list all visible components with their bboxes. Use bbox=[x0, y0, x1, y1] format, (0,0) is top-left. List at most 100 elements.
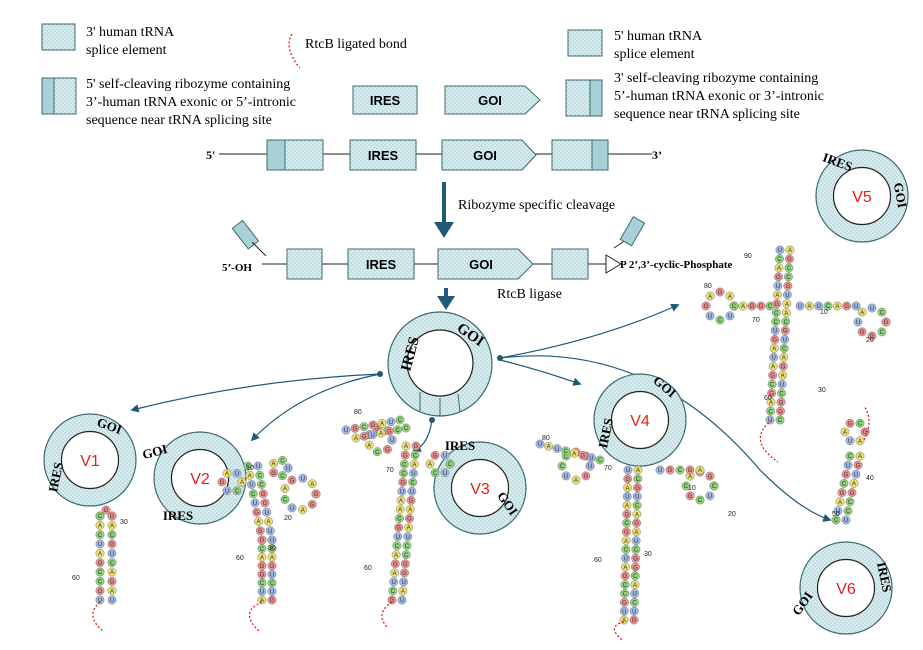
nucleotide-A: A bbox=[376, 428, 386, 438]
nucleotide-A: A bbox=[631, 527, 641, 537]
svg-text:U: U bbox=[225, 489, 229, 495]
nucleotide-C: C bbox=[766, 406, 775, 416]
svg-text:A: A bbox=[225, 472, 229, 478]
svg-text:A: A bbox=[623, 565, 627, 571]
svg-text:G: G bbox=[393, 562, 398, 568]
nucleotide-G: G bbox=[405, 514, 414, 523]
nucleotide-G: G bbox=[257, 561, 267, 571]
svg-text:C: C bbox=[848, 500, 853, 506]
svg-text:U: U bbox=[626, 468, 630, 474]
nucleotide-numbering: 3060102030608070608070102030609080701020… bbox=[72, 253, 874, 582]
rtcb-ligated-bond bbox=[92, 601, 105, 633]
nucleotide-G: G bbox=[622, 509, 632, 519]
rtcb-ligated-bond bbox=[863, 405, 870, 441]
cleaved-phosphate-label: P 2’,3’-cyclic-Phosphate bbox=[620, 259, 733, 271]
svg-text:G: G bbox=[688, 494, 693, 500]
nucleotide-G: G bbox=[578, 451, 588, 460]
svg-text:C: C bbox=[678, 468, 683, 474]
nucleotide-G: G bbox=[398, 477, 408, 487]
nucleotide-A: A bbox=[257, 595, 267, 605]
nucleotide-C: C bbox=[775, 415, 785, 425]
svg-text:U: U bbox=[256, 464, 260, 470]
svg-text:A: A bbox=[852, 482, 856, 488]
svg-text:G: G bbox=[110, 514, 115, 520]
svg-text:G: G bbox=[409, 499, 414, 505]
nucleotide-G: G bbox=[307, 499, 317, 509]
nucleotide-G: G bbox=[368, 420, 378, 430]
nucleotide-C: C bbox=[622, 518, 631, 528]
svg-text:U: U bbox=[265, 510, 269, 516]
nucleotide-A: A bbox=[544, 441, 553, 451]
nucleotide-number: 30 bbox=[120, 519, 128, 526]
svg-text:G: G bbox=[633, 556, 638, 562]
nucleotide-U: U bbox=[632, 492, 642, 501]
svg-text:A: A bbox=[625, 503, 629, 509]
nucleotide-number: 50 bbox=[832, 511, 840, 518]
nucleotide-U: U bbox=[409, 468, 418, 478]
nucleotide-U: U bbox=[107, 548, 117, 558]
nucleotide-G: G bbox=[774, 272, 783, 282]
svg-text:U: U bbox=[270, 538, 274, 544]
nucleotide-A: A bbox=[785, 245, 795, 255]
nucleotide-U: U bbox=[705, 491, 715, 501]
legend: 3' human tRNA splice element RtcB ligate… bbox=[41, 23, 824, 128]
svg-text:C: C bbox=[623, 583, 628, 589]
svg-text:G: G bbox=[759, 304, 764, 310]
nucleotide-C: C bbox=[771, 317, 781, 326]
nucleotide-C: C bbox=[278, 455, 287, 465]
nucleotide-U: U bbox=[843, 460, 853, 470]
svg-text:C: C bbox=[283, 498, 288, 504]
nucleotide-U: U bbox=[387, 435, 397, 445]
svg-text:G: G bbox=[704, 304, 709, 310]
nucleotide-number: 30 bbox=[644, 551, 652, 558]
svg-text:U: U bbox=[783, 338, 787, 344]
nucleotide-G: G bbox=[629, 615, 639, 625]
nucleotide-A: A bbox=[298, 505, 308, 515]
cleaved-goi-box bbox=[437, 248, 534, 280]
nucleotide-U: U bbox=[95, 595, 105, 605]
legend-3prime-ribozyme-label-1: 3' self-cleaving ribozyme containing bbox=[614, 71, 818, 86]
svg-text:C: C bbox=[401, 471, 406, 477]
nucleotide-A: A bbox=[766, 397, 776, 407]
nucleotide-C: C bbox=[620, 580, 630, 590]
rtcb-ligated-bond bbox=[381, 601, 393, 629]
legend-3prime-ribozyme-label-3: sequence near tRNA splicing site bbox=[614, 107, 800, 122]
nucleotide-G: G bbox=[665, 465, 675, 475]
nucleotide-number: 80 bbox=[704, 283, 712, 290]
nucleotide-A: A bbox=[835, 497, 845, 507]
svg-text:A: A bbox=[98, 524, 102, 530]
legend-rtcb-bond-icon bbox=[288, 33, 301, 69]
circle-v2-core bbox=[170, 448, 230, 508]
nucleotide-A: A bbox=[619, 615, 629, 625]
svg-text:U: U bbox=[253, 501, 257, 507]
svg-text:A: A bbox=[626, 486, 630, 492]
svg-text:G: G bbox=[98, 589, 103, 595]
nucleotide-C: C bbox=[877, 327, 887, 337]
svg-text:A: A bbox=[788, 248, 792, 254]
svg-text:U: U bbox=[778, 248, 782, 254]
svg-text:G: G bbox=[260, 564, 265, 570]
svg-text:C: C bbox=[636, 477, 641, 483]
svg-text:A: A bbox=[634, 530, 638, 536]
nucleotide-A: A bbox=[623, 483, 632, 493]
nucleotide-U: U bbox=[267, 535, 277, 545]
legend-3prime-ribozyme-box bbox=[565, 79, 591, 117]
nucleotide-C: C bbox=[445, 459, 455, 469]
svg-text:C: C bbox=[280, 459, 285, 465]
svg-text:G: G bbox=[260, 538, 265, 544]
nucleotide-A: A bbox=[569, 448, 579, 458]
legend-3prime-splice-label-2: splice element bbox=[86, 43, 167, 58]
nucleotide-G: G bbox=[768, 370, 778, 380]
circle-v1-core bbox=[60, 430, 120, 490]
nucleotide-number: 60 bbox=[72, 575, 80, 582]
nucleotide-A: A bbox=[571, 475, 581, 485]
nucleotide-U: U bbox=[782, 290, 792, 300]
svg-text:A: A bbox=[838, 500, 842, 506]
svg-text:U: U bbox=[564, 474, 568, 480]
nucleotide-C: C bbox=[401, 423, 411, 433]
svg-text:A: A bbox=[572, 451, 576, 457]
nucleotide-C: C bbox=[232, 486, 242, 496]
nucleotide-G: G bbox=[387, 595, 397, 605]
